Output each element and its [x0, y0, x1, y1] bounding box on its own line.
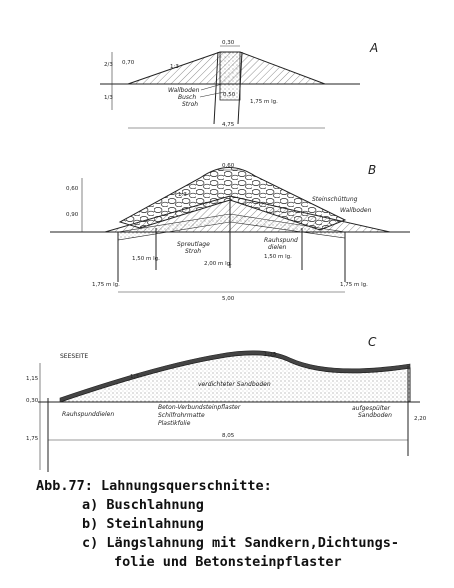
panel-b-pile-right: 1,75 m lg.	[340, 282, 368, 288]
panel-a-label-busch: Busch	[178, 94, 196, 101]
panel-a-pile-left	[213, 51, 219, 125]
panel-a-bottom-dim: 4,75	[222, 122, 235, 128]
panel-a-label-wallboden: Wallboden	[168, 87, 200, 94]
panel-c-label-pflaster: Beton-Verbundsteinpflaster	[158, 404, 241, 411]
panel-b: B 0,60 0,60 0,90 1:3 Steinschüttung Wall…	[50, 163, 410, 302]
panel-b-label-steinschuettung: Steinschüttung	[312, 196, 358, 203]
figure-caption: Abb.77: Lahnungsquerschnitte: a) Buschla…	[36, 477, 446, 572]
panel-b-pile-mid-right: 1,50 m lg.	[264, 254, 292, 260]
panel-c-right: 2,20	[414, 416, 427, 422]
panel-a-h1: 0,70	[122, 60, 135, 66]
panel-b-letter: B	[368, 163, 376, 177]
panel-a-leader-2	[199, 91, 225, 98]
panel-a: A 0,30 2/3 0,70 1/3 1:3 Wallboden Busch …	[100, 40, 378, 129]
panel-c-label-schilfrohrmatte: Schilfrohrmatte	[158, 412, 205, 419]
panel-c-label-sandboden: verdichteter Sandboden	[198, 381, 271, 388]
panel-c-label-rauhspund: Rauhspunddielen	[62, 411, 114, 418]
panel-a-pile: 1,75 m lg.	[250, 99, 278, 105]
panel-a-leader-1	[200, 83, 223, 91]
panel-a-pile-right	[237, 51, 243, 125]
panel-a-h2: 0,50	[223, 92, 236, 98]
panel-c-pflaster	[59, 350, 411, 403]
panel-a-letter: A	[369, 41, 378, 55]
panel-b-bottom-dim: 5,00	[222, 296, 235, 302]
panel-a-top-dim: 0,30	[222, 40, 235, 46]
panel-b-label-rauhspund-1: Rauhspund	[264, 237, 298, 244]
panel-a-busch-core	[219, 51, 241, 101]
panel-a-side-upper: 2/3	[104, 62, 113, 68]
panel-c-slope: 1:3	[130, 374, 139, 380]
caption-item-a: a) Buschlahnung	[82, 497, 204, 513]
panel-b-label-stroh: Stroh	[185, 248, 201, 255]
panel-c-left-top: 1,15	[26, 376, 39, 382]
panel-a-side-lower: 1/3	[104, 95, 113, 101]
caption-item-b: b) Steinlahnung	[82, 516, 204, 532]
panel-b-h-lower: 0,90	[66, 212, 79, 218]
panel-c: C SEESEITE 1,15 0,30 1,75 1:3 1:25 2,20 …	[26, 335, 427, 472]
panel-c-label-aufgespuelt-1: aufgespülter	[352, 405, 391, 412]
panel-b-label-spreutlage: Spreutlage	[177, 241, 210, 248]
panel-b-pile-mid-left: 1,50 m lg.	[132, 256, 160, 262]
panel-c-sand-core	[59, 354, 411, 403]
panel-b-label-rauhspund-2: dielen	[268, 244, 287, 251]
caption-title: Abb.77: Lahnungsquerschnitte:	[36, 478, 272, 494]
panel-b-label-wallboden: Wallboden	[340, 207, 372, 214]
panel-b-pile-center: 2,00 m lg.	[204, 261, 232, 267]
panel-b-pile-left: 1,75 m lg.	[92, 282, 120, 288]
panel-a-slope: 1:3	[170, 64, 179, 70]
panel-c-left-mid: 0,30	[26, 398, 39, 404]
panel-c-label-plastikfolie: Plastikfolie	[158, 420, 191, 427]
panel-c-left-bottom: 1,75	[26, 436, 39, 442]
panel-b-h-upper: 0,60	[66, 186, 79, 192]
panel-b-slope: 1:3	[178, 192, 187, 198]
panel-c-bottom-dim: 8,05	[222, 433, 235, 439]
panel-b-stones	[118, 167, 347, 231]
panel-c-letter: C	[368, 335, 377, 349]
panel-c-crest: 1:25	[264, 352, 277, 358]
panel-b-top-dim: 0,60	[222, 163, 235, 169]
panel-c-label-aufgespuelt-2: Sandboden	[358, 412, 392, 419]
panel-c-label-seeseite: SEESEITE	[60, 353, 88, 360]
caption-item-c: c) Längslahnung mit Sandkern,Dichtungs-	[82, 535, 399, 551]
caption-item-c-cont: folie und Betonsteinpflaster	[114, 554, 342, 570]
panel-a-label-stroh: Stroh	[182, 101, 198, 108]
